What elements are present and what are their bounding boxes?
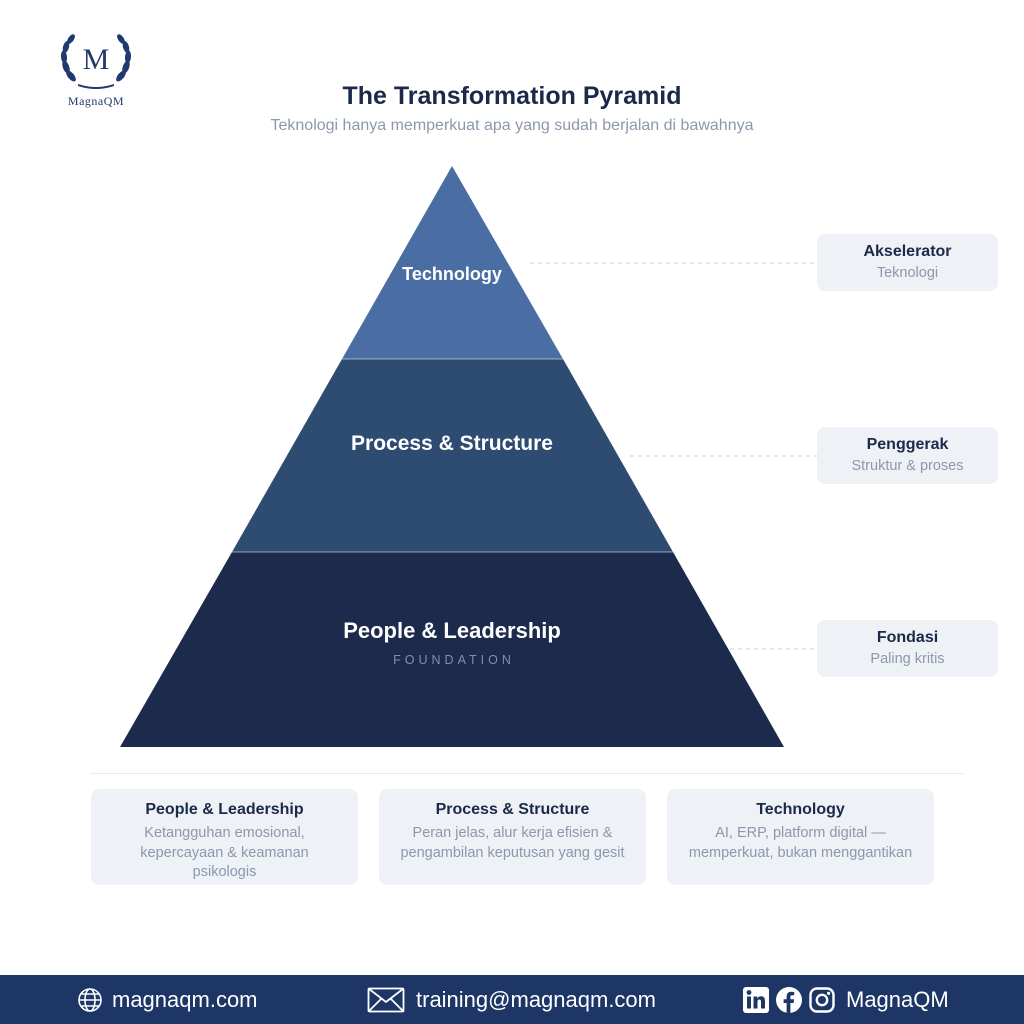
side-card-title: Fondasi [876, 629, 939, 646]
side-card-akselerator: Akselerator Teknologi [817, 234, 998, 291]
pyramid-tier-technology [342, 166, 563, 359]
info-card-people: People & Leadership Ketangguhan emosiona… [91, 789, 358, 885]
side-card-subtitle: Paling kritis [870, 651, 945, 667]
logo-wordmark: MagnaQM [67, 94, 125, 108]
footer-website-link[interactable]: magnaqm.com [77, 975, 258, 1024]
globe-icon [78, 987, 102, 1012]
footer-social-links: MagnaQM [742, 975, 949, 1024]
info-card-desc: Ketangguhan emosional, kepercayaan & kea… [140, 825, 309, 880]
footer-email-link[interactable]: training@magnaqm.com [367, 975, 656, 1024]
side-card-fondasi: Fondasi Paling kritis [817, 620, 998, 677]
tier-label-technology: Technology [402, 264, 502, 284]
footer-website-text: magnaqm.com [112, 986, 258, 1012]
info-card-process: Process & Structure Peran jelas, alur ke… [379, 789, 646, 885]
laurel-wreath-icon: M [60, 34, 132, 89]
pyramid-diagram [120, 166, 817, 747]
footer-social-handle: MagnaQM [846, 986, 949, 1012]
info-card-title: Technology [756, 801, 845, 818]
logo-monogram: M [83, 43, 110, 76]
info-card-technology: Technology AI, ERP, platform digital — m… [667, 789, 934, 885]
info-card-title: Process & Structure [435, 801, 590, 818]
info-card-desc: Peran jelas, alur kerja efisien & pengam… [400, 825, 625, 861]
tier-label-process: Process & Structure [351, 432, 553, 455]
pyramid-tier-process [232, 359, 673, 552]
page-title: The Transformation Pyramid [342, 82, 682, 110]
info-card-title: People & Leadership [145, 801, 304, 818]
linkedin-icon[interactable] [742, 986, 770, 1014]
pyramid-tier-people [120, 552, 784, 747]
mail-icon [367, 987, 405, 1012]
footer-email-text: training@magnaqm.com [416, 986, 656, 1012]
side-card-title: Akselerator [863, 243, 952, 260]
side-card-title: Penggerak [866, 436, 949, 453]
section-divider [90, 773, 964, 774]
side-card-subtitle: Struktur & proses [851, 458, 964, 474]
tier-sublabel-foundation: FOUNDATION [393, 653, 515, 667]
side-card-penggerak: Penggerak Struktur & proses [817, 427, 998, 484]
side-card-subtitle: Teknologi [876, 265, 939, 281]
tier-label-people: People & Leadership [343, 618, 561, 643]
facebook-icon[interactable] [775, 986, 803, 1014]
page-subtitle: Teknologi hanya memperkuat apa yang suda… [270, 117, 754, 134]
info-card-desc: AI, ERP, platform digital — memperkuat, … [688, 825, 913, 861]
footer-bar: magnaqm.com training@magnaqm.com [0, 975, 1024, 1024]
brand-logo: M MagnaQM [56, 34, 136, 114]
instagram-icon[interactable] [808, 986, 836, 1014]
